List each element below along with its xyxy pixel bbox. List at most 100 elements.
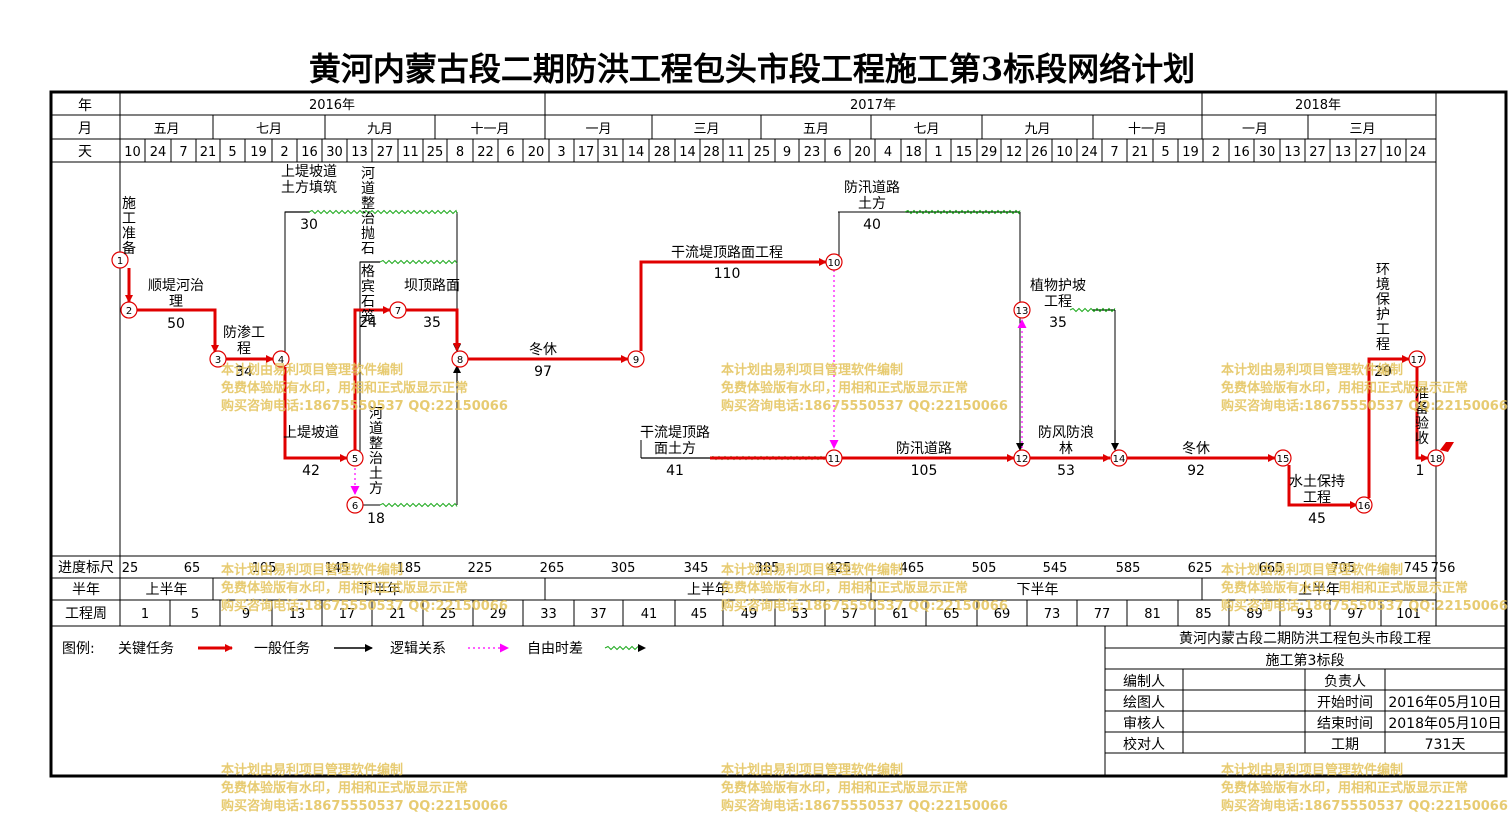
task-duration: 110	[714, 266, 741, 282]
month-label: 七月	[913, 122, 939, 137]
node-number: 9	[633, 355, 639, 366]
ruler-tick: 425	[827, 561, 852, 576]
task-name: 上堤坡道	[283, 425, 339, 441]
week-cell: 33	[540, 607, 557, 622]
year-label-2016: 2016年	[309, 98, 355, 113]
day-label: 13	[1335, 145, 1352, 160]
day-label: 6	[833, 145, 841, 160]
task-name: 防汛道路	[896, 441, 952, 457]
task-name: 坝顶路面	[404, 278, 460, 294]
node-number: 10	[828, 258, 841, 269]
day-label: 10	[1385, 145, 1402, 160]
info-leader-label: 负责人	[1324, 674, 1366, 690]
week-cell: 45	[691, 607, 708, 622]
day-label: 16	[1233, 145, 1250, 160]
day-label: 10	[124, 145, 141, 160]
day-label: 23	[804, 145, 821, 160]
info-end-label: 结束时间	[1317, 716, 1373, 732]
node-circle	[272, 350, 290, 368]
week-cell: 69	[994, 607, 1011, 622]
node-circle	[451, 350, 469, 368]
task-duration: 92	[1187, 463, 1205, 479]
week-cell: 9	[242, 607, 250, 622]
header-grid	[51, 92, 1506, 627]
day-row-label: 天	[78, 144, 92, 160]
ruler-tick: 745	[1404, 561, 1429, 576]
task-name: 防渗工程	[223, 325, 265, 357]
node-circle	[209, 350, 227, 368]
month-label: 十一月	[470, 122, 509, 137]
task-duration: 29	[1374, 364, 1392, 380]
ruler-tick: 385	[755, 561, 780, 576]
ruler-tick: 625	[1188, 561, 1213, 576]
task-duration: 50	[167, 316, 185, 332]
half-year-cell: 上半年	[146, 582, 188, 598]
week-cell: 5	[191, 607, 199, 622]
node-circle	[1110, 449, 1128, 467]
week-cell: 85	[1195, 607, 1212, 622]
month-label: 七月	[256, 122, 282, 137]
node-circle	[346, 496, 364, 514]
task-label: 河道整治抛石	[361, 166, 375, 257]
info-start-value: 2016年05月10日	[1388, 695, 1501, 711]
task-duration: 53	[1057, 463, 1075, 479]
ruler-tick: 545	[1043, 561, 1068, 576]
node-number: 13	[1016, 306, 1029, 317]
ruler-tick: 25	[122, 561, 139, 576]
month-label: 五月	[153, 122, 179, 137]
day-label: 31	[602, 145, 619, 160]
task-name: 干流堤顶路面工程	[671, 245, 783, 261]
ruler-tick: 185	[397, 561, 422, 576]
day-label: 15	[956, 145, 973, 160]
node-circle	[627, 350, 645, 368]
month-label: 一月	[1242, 122, 1268, 137]
node-number: 6	[352, 501, 358, 512]
task-duration: 105	[911, 463, 938, 479]
task-duration: 34	[235, 364, 253, 380]
day-label: 21	[200, 145, 217, 160]
month-label: 五月	[803, 122, 829, 137]
week-cell: 25	[440, 607, 457, 622]
day-label: 19	[1182, 145, 1199, 160]
node-number: 12	[1016, 454, 1029, 465]
day-label: 13	[351, 145, 368, 160]
task-label: 施工准备	[122, 196, 136, 257]
day-label: 5	[1161, 145, 1169, 160]
day-label: 2	[280, 145, 288, 160]
week-cell: 97	[1347, 607, 1364, 622]
legend-title: 图例:	[62, 641, 95, 657]
task-label: 防风防浪林 53	[1038, 425, 1094, 479]
day-label: 9	[783, 145, 791, 160]
node-number: 18	[1430, 454, 1443, 465]
task-duration: 18	[367, 511, 385, 527]
task-name: 准备验收	[1415, 386, 1429, 447]
legend-normal-label: 一般任务	[254, 641, 310, 657]
ruler-tick: 145	[325, 561, 350, 576]
day-label: 11	[402, 145, 419, 160]
node-number: 8	[457, 355, 463, 366]
legend-float-arrow	[638, 644, 646, 652]
half-year-label: 半年	[72, 582, 100, 598]
node-number: 5	[352, 454, 358, 465]
task-name: 顺堤河治理	[148, 278, 204, 310]
year-label-2018: 2018年	[1295, 98, 1341, 113]
node-number: 15	[1277, 454, 1290, 465]
task-duration: 41	[666, 463, 684, 479]
task-duration: 30	[300, 217, 318, 233]
half-year-cells: 上半年下半年上半年下半年上半年	[146, 582, 1341, 598]
task-name: 防风防浪林	[1038, 425, 1094, 457]
info-table	[1104, 626, 1506, 776]
year-label-2017: 2017年	[850, 98, 896, 113]
day-label: 26	[1031, 145, 1048, 160]
task-name: 施工准备	[122, 196, 136, 257]
day-label: 16	[301, 145, 318, 160]
task-label: 防汛道路 105	[896, 441, 952, 479]
half-year-dividers	[212, 578, 1203, 600]
day-label: 8	[456, 145, 464, 160]
